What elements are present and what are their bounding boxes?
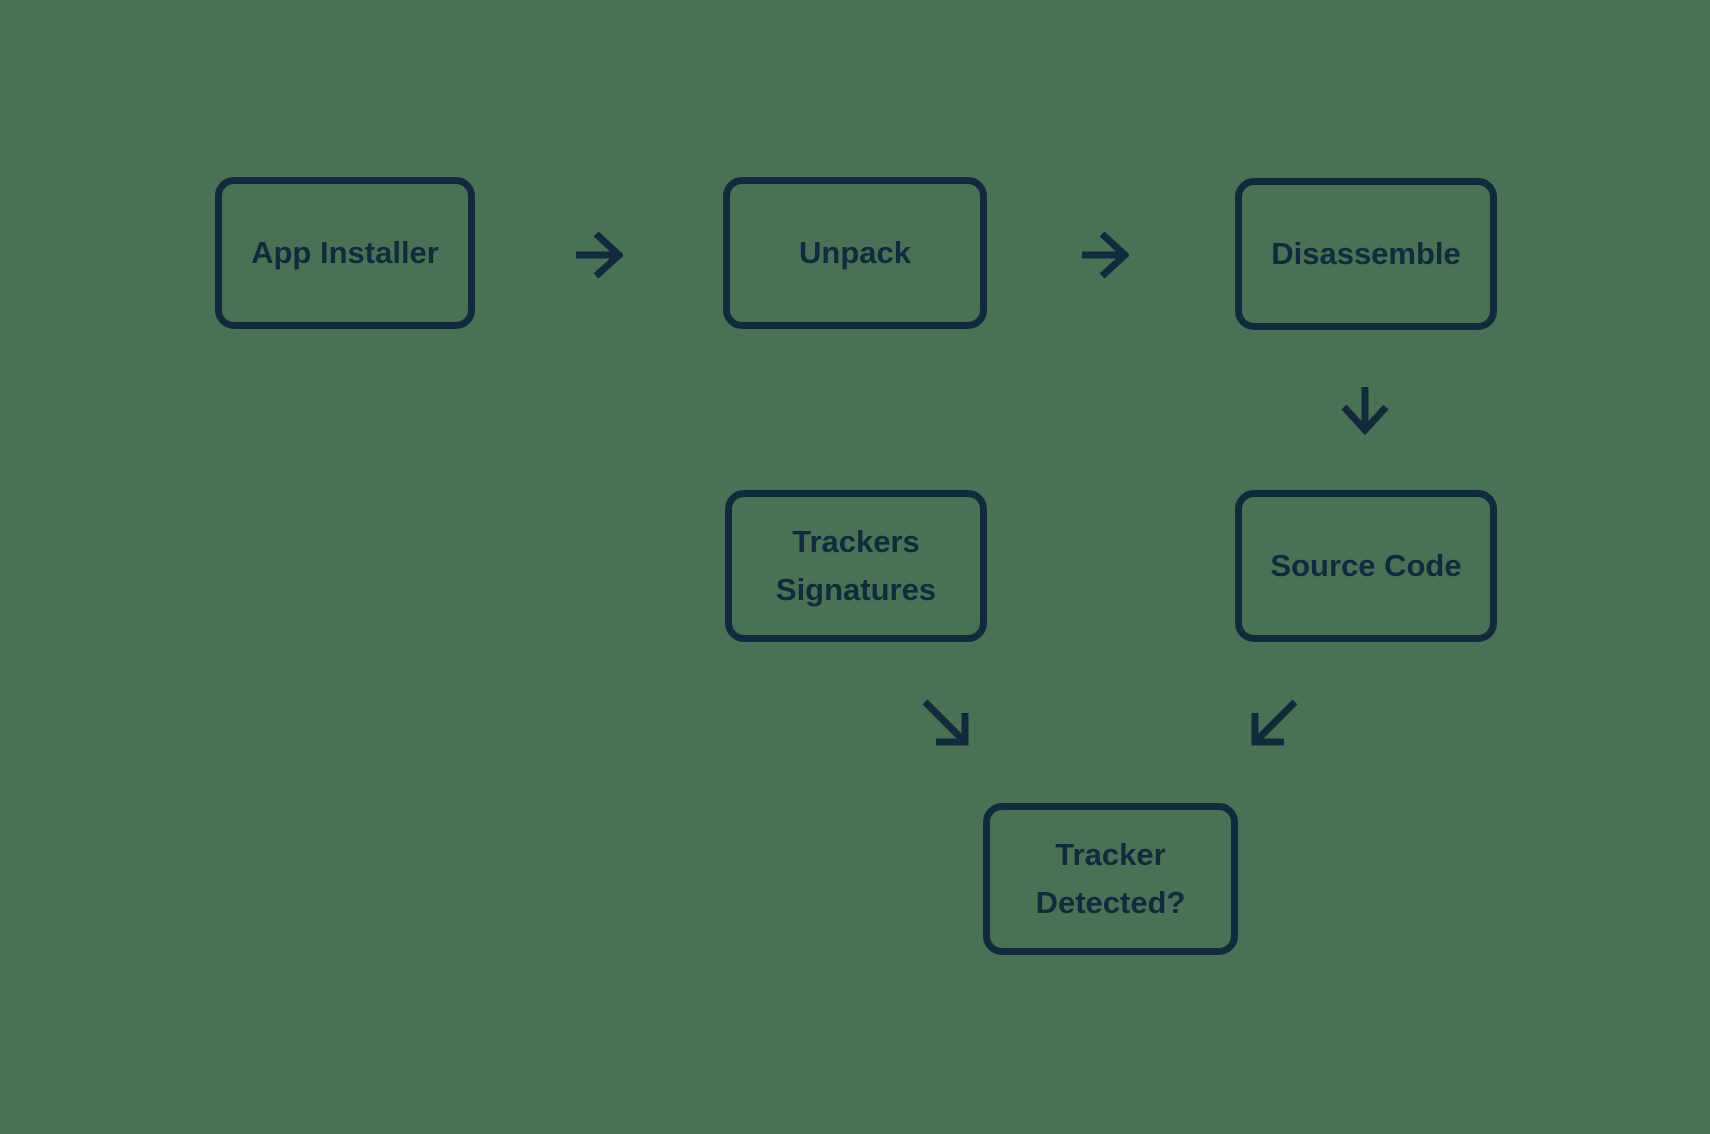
node-source-code: Source Code	[1235, 490, 1497, 642]
node-unpack: Unpack	[723, 177, 987, 329]
node-disassemble: Disassemble	[1235, 178, 1497, 330]
arrow-down-left-icon	[1251, 698, 1299, 746]
node-label: Trackers Signatures	[775, 524, 937, 607]
node-trackers-signatures: Trackers Signatures	[725, 490, 987, 642]
node-label: Disassemble	[1271, 236, 1461, 271]
node-label: App Installer	[251, 235, 439, 270]
node-label: Tracker Detected?	[1035, 837, 1186, 920]
node-label: Unpack	[799, 235, 911, 270]
node-app-installer: App Installer	[215, 177, 475, 329]
arrow-right-icon	[1081, 229, 1129, 281]
arrow-down-right-icon	[921, 698, 969, 746]
arrow-down-icon	[1339, 386, 1391, 436]
arrow-right-icon	[575, 229, 623, 281]
node-label: Source Code	[1270, 548, 1462, 583]
node-tracker-detected: Tracker Detected?	[983, 803, 1238, 955]
